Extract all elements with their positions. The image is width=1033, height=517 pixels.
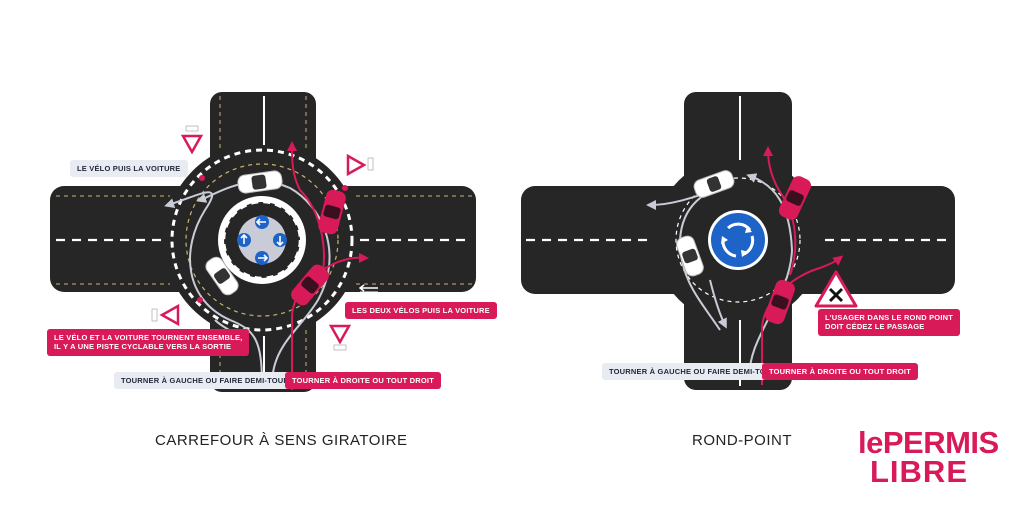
label-tournent-ensemble: LE VÉLO ET LA VOITURE TOURNENT ENSEMBLE,… bbox=[47, 329, 250, 356]
label-tourner-gauche: TOURNER À GAUCHE OU FAIRE DEMI-TOUR bbox=[114, 372, 296, 390]
white-car-top bbox=[693, 170, 735, 198]
brand-logo-line2: LIBRE bbox=[870, 454, 968, 490]
roundabout-sign-icon bbox=[708, 210, 768, 270]
white-car-bottom bbox=[205, 256, 239, 296]
label-tourner-droite: TOURNER À DROITE OU TOUT DROIT bbox=[762, 363, 918, 381]
brand-logo-line1: lePERMIS bbox=[858, 425, 999, 460]
white-car-left bbox=[676, 235, 704, 277]
caption-carrefour: CARREFOUR À SENS GIRATOIRE bbox=[155, 432, 408, 449]
roundabout-mandatory-sign-icon bbox=[237, 215, 287, 265]
yield-sign-icon bbox=[328, 324, 352, 351]
right-turn-path bbox=[291, 252, 369, 390]
carrefour-road-drawing bbox=[50, 92, 476, 392]
label-line: LE VÉLO ET LA VOITURE TOURNENT ENSEMBLE, bbox=[54, 333, 243, 342]
bike-lane-ring bbox=[170, 148, 354, 332]
rond-point-road-drawing bbox=[521, 92, 955, 390]
label-tourner-droite: TOURNER À DROITE OU TOUT DROIT bbox=[285, 372, 441, 390]
priority-warning-sign-icon bbox=[814, 270, 858, 308]
white-car-top bbox=[237, 170, 283, 194]
pink-car-lower bbox=[765, 279, 795, 325]
label-line: IL Y A UNE PISTE CYCLABLE VERS LA SORTIE bbox=[54, 342, 232, 352]
left-turn-path bbox=[164, 191, 263, 386]
left-turn-path bbox=[646, 184, 731, 331]
road-surface bbox=[50, 92, 476, 392]
label-velo-puis-voiture: LE VÉLO PUIS LA VOITURE bbox=[70, 160, 188, 178]
carrefour-giratoire-diagram: LE VÉLO PUIS LA VOITURE LES DEUX VÉLOS P… bbox=[47, 92, 497, 449]
caption-rond-point: ROND-POINT bbox=[692, 432, 792, 449]
lane-ring-yellow bbox=[185, 163, 339, 317]
label-deux-velos: LES DEUX VÉLOS PUIS LA VOITURE bbox=[345, 302, 497, 320]
yield-sign-icon bbox=[151, 303, 180, 327]
rond-point-diagram: L'USAGER DANS LE ROND POINT DOIT CÉDEZ L… bbox=[500, 0, 1033, 517]
label-line: L'USAGER DANS LE ROND POINT bbox=[825, 313, 954, 322]
pink-car-lower bbox=[291, 264, 329, 306]
yield-sign-icon bbox=[346, 153, 374, 177]
pink-car-upper bbox=[318, 189, 346, 235]
pink-car-upper bbox=[778, 176, 812, 220]
lane-ring bbox=[675, 177, 801, 303]
label-line: DOIT CÉDEZ LE PASSAGE bbox=[825, 322, 925, 332]
label-usager-cede: L'USAGER DANS LE ROND POINT DOIT CÉDEZ L… bbox=[818, 309, 961, 336]
yield-sign-icon bbox=[180, 125, 204, 155]
label-tourner-gauche: TOURNER À GAUCHE OU FAIRE DEMI-TOUR bbox=[602, 363, 784, 381]
brand-logo: lePERMIS LIBRE bbox=[858, 425, 999, 490]
